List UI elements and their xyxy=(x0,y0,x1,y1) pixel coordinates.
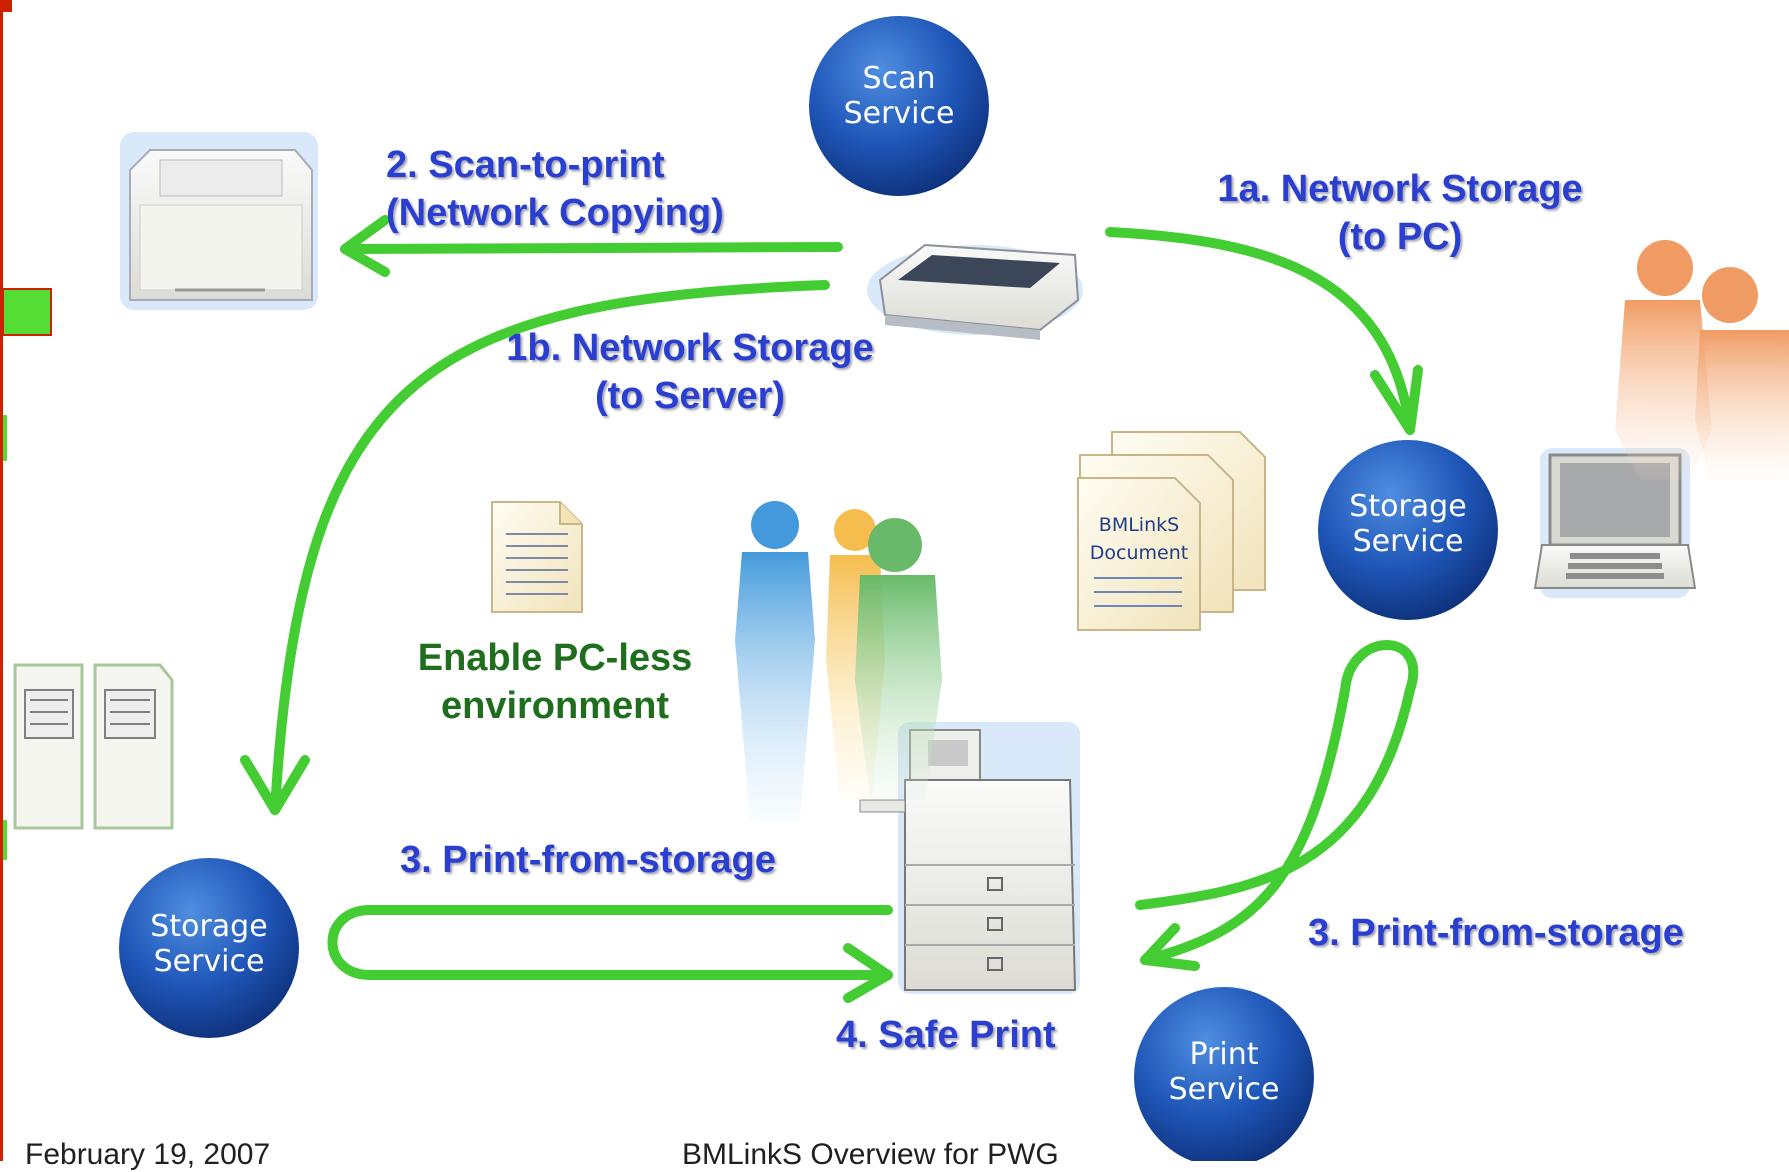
storage-service-left-circle xyxy=(119,858,299,1038)
server-icon xyxy=(13,663,174,830)
scan-service-circle xyxy=(809,16,989,196)
network-storage-server-arrow xyxy=(240,280,830,815)
scanner-icon xyxy=(867,243,1083,340)
print-service-circle xyxy=(1134,987,1314,1161)
network-storage-pc-arrow xyxy=(1105,227,1423,435)
scan-to-print-label: 2. Scan-to-print(Network Copying) xyxy=(386,144,724,234)
printer-icon xyxy=(120,132,318,310)
documents-stack-icon xyxy=(1077,431,1266,631)
network-storage-pc-label: 1a. Network Storage(to PC) xyxy=(1217,168,1583,258)
print-from-storage-right-label: 3. Print-from-storage xyxy=(1308,912,1684,954)
scan-to-print-arrow xyxy=(340,215,843,277)
left-edge-accent xyxy=(0,0,52,1161)
people-silhouette-icon xyxy=(735,501,942,820)
document-icon xyxy=(491,501,583,613)
multifunction-printer-icon xyxy=(859,722,1080,994)
print-from-storage-left-label: 3. Print-from-storage xyxy=(400,839,776,881)
print-from-storage-left-arrow xyxy=(327,905,893,1003)
safe-print-label: 4. Safe Print xyxy=(836,1014,1056,1056)
footer-date: February 19, 2007 xyxy=(25,1138,271,1171)
footer-title: BMLinkS Overview for PWG xyxy=(682,1138,1059,1171)
storage-service-right-circle xyxy=(1318,440,1498,620)
print-from-storage-right-arrow xyxy=(1135,640,1419,971)
network-storage-server-label: 1b. Network Storage(to Server) xyxy=(506,327,874,417)
people-silhouette-icon xyxy=(1615,240,1789,480)
